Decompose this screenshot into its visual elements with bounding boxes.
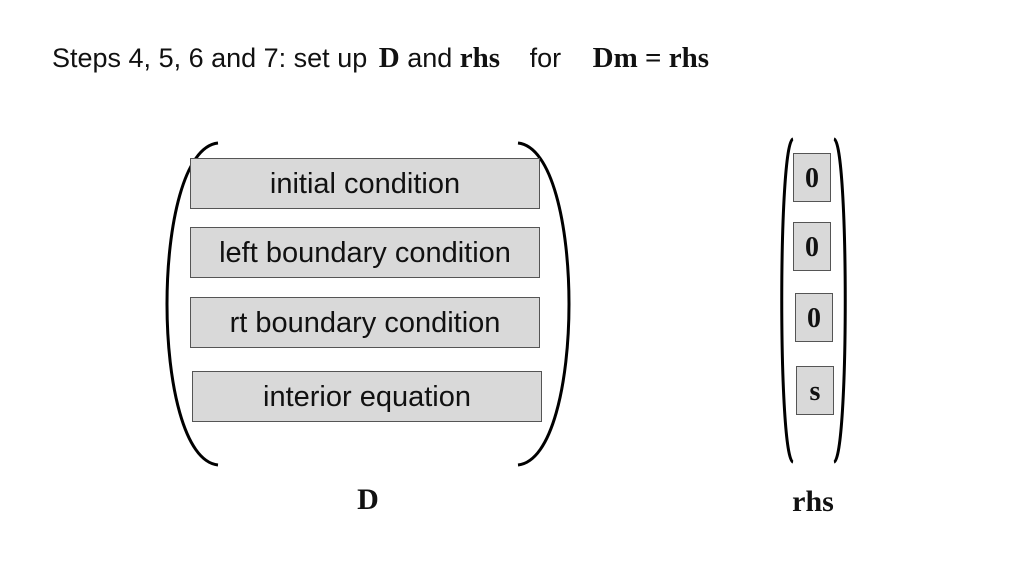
rhs-entry: s xyxy=(796,366,834,415)
title-matrix-symbol: D xyxy=(378,42,400,74)
vector-left-bracket xyxy=(780,137,795,464)
matrix-row-initial-condition: initial condition xyxy=(190,158,540,209)
matrix-row-right-boundary: rt boundary condition xyxy=(190,297,540,348)
rhs-entry: 0 xyxy=(795,293,833,342)
matrix-row-left-boundary: left boundary condition xyxy=(190,227,540,278)
title-for: for xyxy=(529,43,562,73)
title-and: and xyxy=(407,43,453,73)
matrix-row-interior-equation: interior equation xyxy=(192,371,542,422)
slide-title: Steps 4, 5, 6 and 7: set up D and rhs fo… xyxy=(52,38,709,78)
vector-label: rhs xyxy=(792,485,834,518)
title-prefix: Steps 4, 5, 6 and 7: set up xyxy=(52,43,368,73)
rhs-entry: 0 xyxy=(793,153,831,202)
vector-right-bracket xyxy=(832,137,847,464)
title-equation: Dm = rhs xyxy=(592,42,710,74)
matrix-label: D xyxy=(357,483,379,516)
title-vector-symbol: rhs xyxy=(459,42,501,74)
rhs-entry: 0 xyxy=(793,222,831,271)
